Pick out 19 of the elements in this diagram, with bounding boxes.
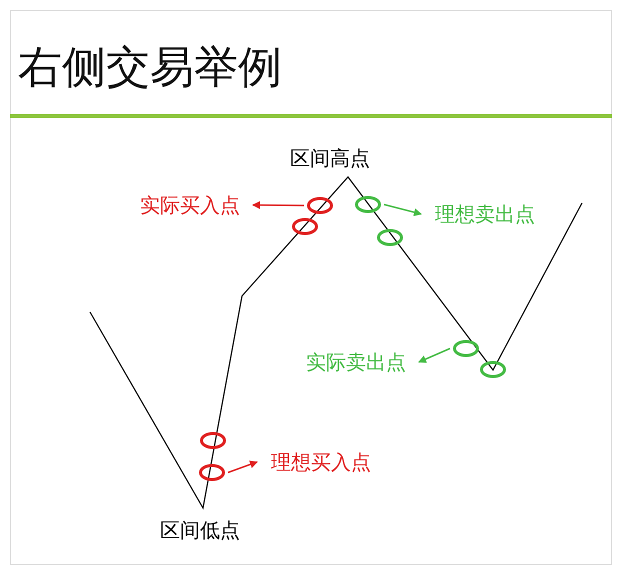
circle-marker <box>307 197 333 214</box>
circle-marker <box>480 361 506 378</box>
arrow <box>228 460 258 474</box>
circle-marker <box>453 340 479 357</box>
circle-marker <box>377 229 403 246</box>
arrow <box>384 204 422 216</box>
point-label: 理想买入点 <box>260 449 382 475</box>
arrow <box>418 348 450 363</box>
circle-marker <box>200 432 226 449</box>
point-label: 实际卖出点 <box>296 349 416 375</box>
point-label: 实际买入点 <box>130 192 250 218</box>
circle-marker <box>199 464 225 481</box>
point-label: 区间低点 <box>160 517 240 543</box>
point-label: 理想卖出点 <box>424 201 546 227</box>
point-label: 区间高点 <box>290 145 370 171</box>
circle-marker <box>292 218 318 235</box>
page-title: 右侧交易举例 <box>18 41 282 95</box>
circle-marker <box>355 196 381 213</box>
arrow <box>252 201 304 210</box>
